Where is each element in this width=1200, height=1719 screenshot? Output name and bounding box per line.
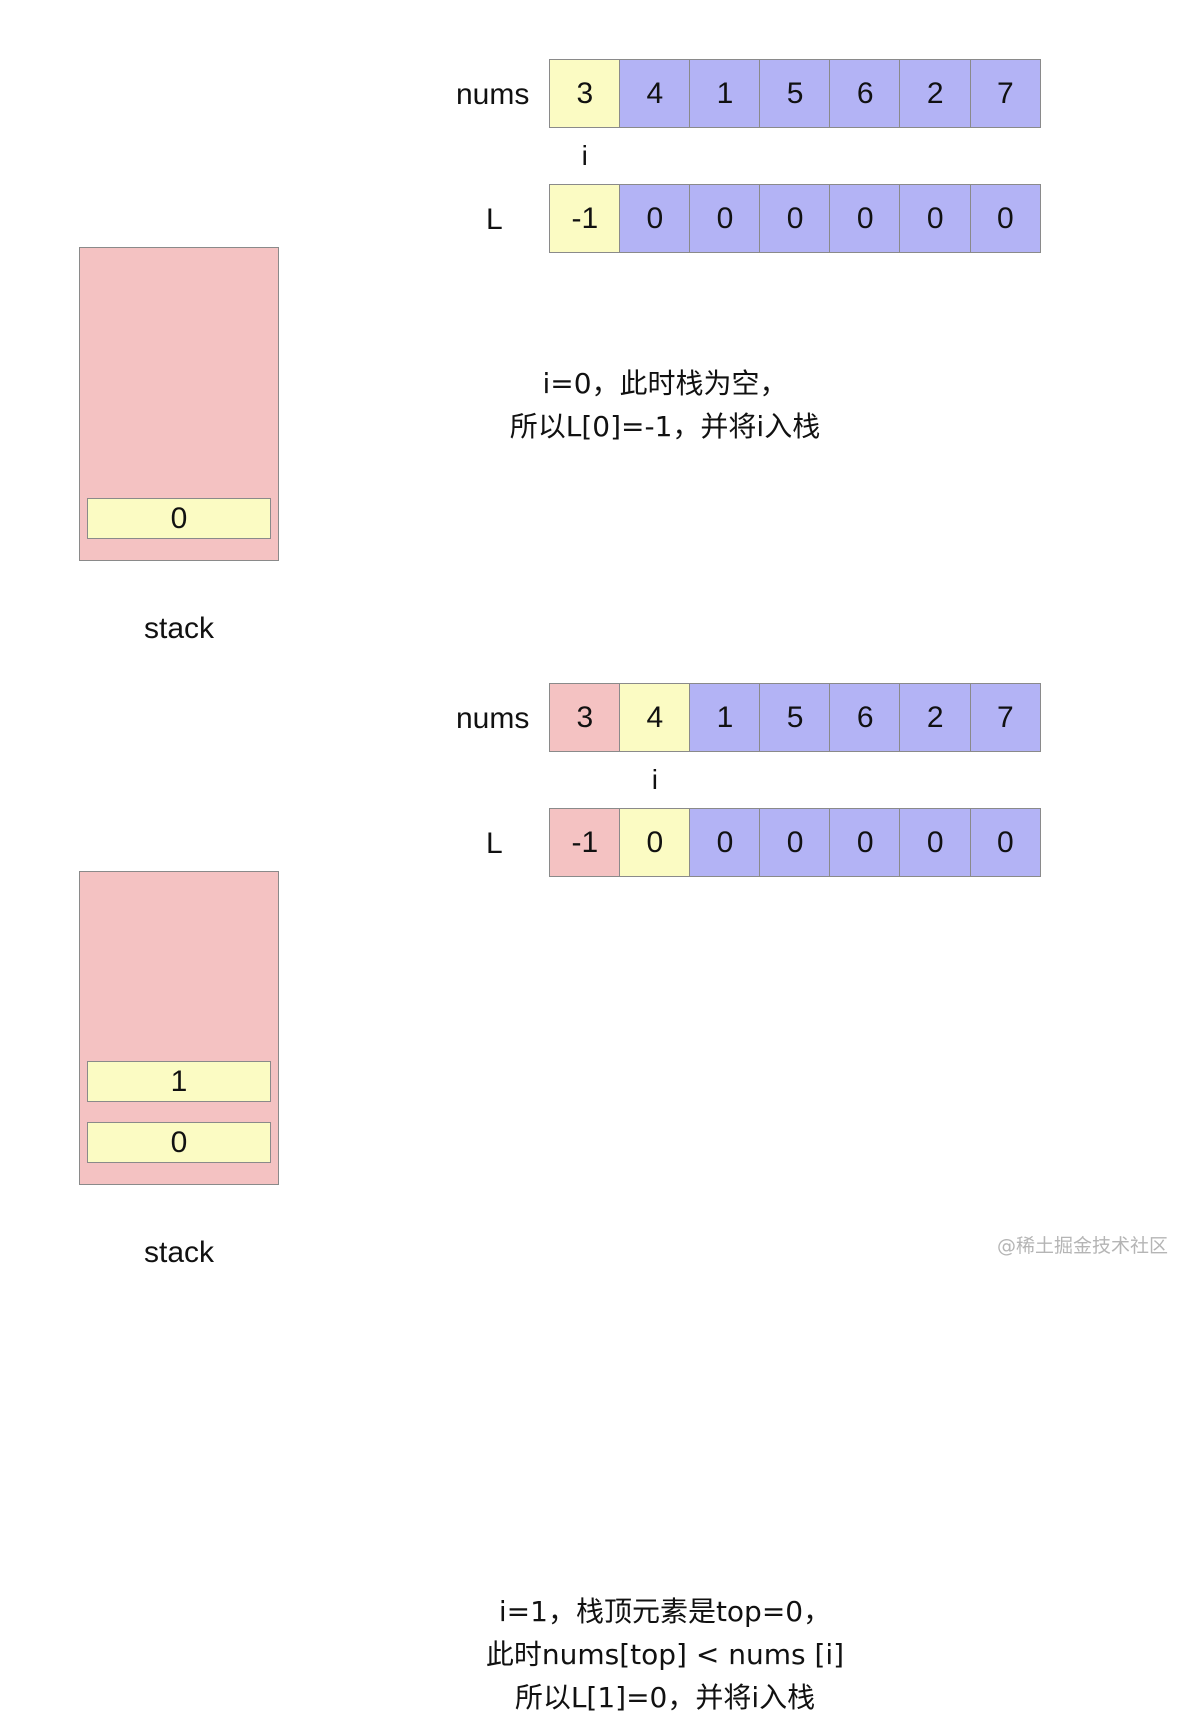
stack-item: 0 xyxy=(87,1122,271,1163)
i-pointer: i xyxy=(581,140,588,171)
L-cell: 0 xyxy=(829,808,901,877)
L-cell: -1 xyxy=(549,184,621,253)
L-cell: 0 xyxy=(689,808,761,877)
nums-cell: 6 xyxy=(829,59,901,128)
nums-row-label: nums xyxy=(456,702,530,735)
L-cell: 0 xyxy=(969,808,1042,877)
step-description: i=0，此时栈为空， 所以L[0]=-1，并将i入栈 xyxy=(509,367,821,443)
stack-label: stack xyxy=(143,1236,215,1269)
nums-cell: 6 xyxy=(829,683,901,752)
nums-cell: 2 xyxy=(899,59,972,128)
nums-cell: 5 xyxy=(759,59,831,128)
L-row-label: L xyxy=(486,827,503,860)
nums-cell: 2 xyxy=(899,683,972,752)
L-cell: 0 xyxy=(619,808,691,877)
nums-cell: 5 xyxy=(759,683,831,752)
nums-cell: 7 xyxy=(969,59,1042,128)
nums-cell: 7 xyxy=(969,683,1042,752)
L-cell: 0 xyxy=(689,184,761,253)
L-cell: 0 xyxy=(899,184,972,253)
L-cell: 0 xyxy=(759,808,831,877)
stack-item: 1 xyxy=(87,1061,271,1102)
L-cell: -1 xyxy=(549,808,621,877)
L-cell: 0 xyxy=(969,184,1042,253)
L-cell: 0 xyxy=(899,808,972,877)
nums-cell: 3 xyxy=(549,683,621,752)
L-cell: 0 xyxy=(759,184,831,253)
watermark: @稀土掘金技术社区 xyxy=(996,1235,1168,1257)
i-pointer: i xyxy=(651,764,658,795)
nums-row-label: nums xyxy=(456,78,530,111)
L-row-label: L xyxy=(486,203,503,236)
nums-cell: 4 xyxy=(619,59,691,128)
L-cell: 0 xyxy=(829,184,901,253)
stack-label: stack xyxy=(143,612,215,645)
nums-cell: 4 xyxy=(619,683,691,752)
L-cell: 0 xyxy=(619,184,691,253)
step-description: i=1，栈顶元素是top=0， 此时nums[top] < nums [i] 所… xyxy=(485,1595,845,1714)
nums-cell: 1 xyxy=(689,59,761,128)
nums-cell: 1 xyxy=(689,683,761,752)
nums-cell: 3 xyxy=(549,59,621,128)
stack-container: 0 xyxy=(79,247,279,561)
stack-item: 0 xyxy=(87,498,271,539)
